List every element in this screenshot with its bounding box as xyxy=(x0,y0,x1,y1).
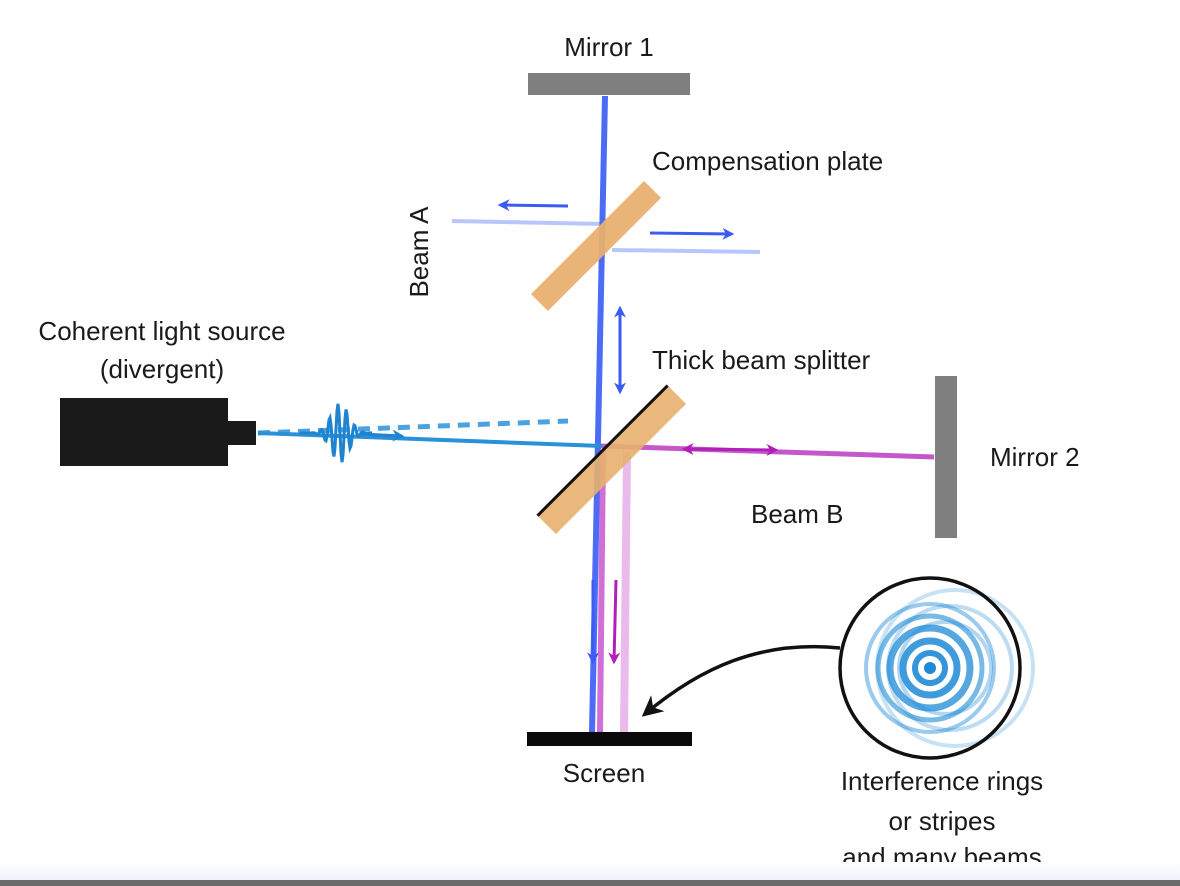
bottom-fade xyxy=(0,862,1180,880)
plate-reflection-right xyxy=(611,248,761,254)
beam-b-down xyxy=(597,449,606,733)
wave-packet-icon xyxy=(300,403,405,463)
compensation-plate-label: Compensation plate xyxy=(652,146,883,176)
ring-center xyxy=(924,662,936,674)
source-label-line1: Coherent light source xyxy=(38,316,285,346)
screen-label: Screen xyxy=(563,758,645,788)
ring xyxy=(864,602,996,734)
result-label-line2: or stripes xyxy=(889,806,996,836)
source-beam xyxy=(257,431,603,448)
ring xyxy=(875,613,985,723)
ring xyxy=(886,624,974,712)
mirror-2 xyxy=(935,376,957,538)
interference-rings-icon xyxy=(838,576,1035,760)
beam-b-label: Beam B xyxy=(751,499,844,529)
ring xyxy=(899,637,961,699)
arrow-right-icon xyxy=(649,227,735,240)
compensation-plate xyxy=(530,180,662,312)
result-label-line1: Interference rings xyxy=(841,766,1043,796)
mirror-1-label: Mirror 1 xyxy=(564,32,654,62)
beam-splitter xyxy=(536,384,687,535)
source-label-line2: (divergent) xyxy=(100,354,224,384)
screen xyxy=(527,732,692,746)
beam-b-down-faint xyxy=(620,451,631,733)
beam-b-path xyxy=(599,443,935,460)
mirror-1 xyxy=(528,73,690,95)
mirror-2-label: Mirror 2 xyxy=(990,442,1080,472)
arrow-left-icon xyxy=(497,199,569,212)
beam-b-bidirectional-arrow xyxy=(681,443,779,456)
beam-splitter-label: Thick beam splitter xyxy=(652,345,871,375)
ring xyxy=(912,650,948,686)
laser-device-icon xyxy=(60,398,256,466)
curved-arrow-icon xyxy=(641,644,841,717)
source-dashed-beam xyxy=(257,418,569,436)
faint-ring xyxy=(897,620,993,716)
plate-reflection-left xyxy=(451,219,606,226)
beam-a-label: Beam A xyxy=(404,206,434,298)
beam-b-down-arrow xyxy=(608,579,621,665)
bottom-scroll-edge xyxy=(0,880,1180,886)
